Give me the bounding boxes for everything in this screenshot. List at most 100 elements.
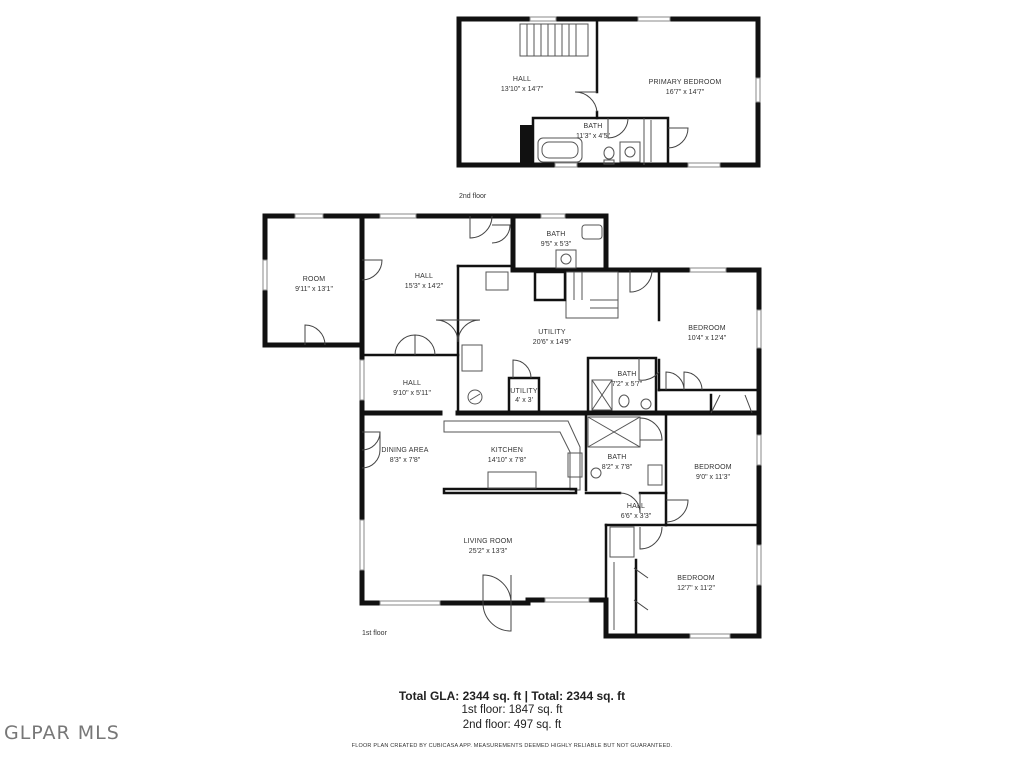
water-heater — [467, 389, 483, 405]
stove — [487, 471, 537, 489]
window — [637, 16, 671, 22]
room-dimensions: 20'6" x 14'9" — [533, 339, 572, 346]
door-swing — [710, 394, 721, 414]
room-name: HALL — [627, 503, 645, 510]
room-name: HALL — [513, 76, 531, 83]
dryer — [461, 344, 483, 372]
window — [359, 519, 365, 571]
room-dimensions: 9'10" x 5'11" — [393, 390, 431, 397]
closet — [609, 526, 635, 558]
room-name: BEDROOM — [688, 325, 726, 332]
door-swing — [361, 431, 381, 451]
door-swing — [633, 567, 649, 579]
room-name: BATH — [584, 123, 603, 130]
utility-wall — [507, 376, 541, 415]
room-name: KITCHEN — [491, 447, 523, 454]
toilet — [603, 146, 615, 160]
room-dimensions: 16'7" x 14'7" — [666, 89, 705, 96]
sink — [555, 249, 577, 269]
first-floor-area: 1st floor: 1847 sq. ft — [461, 704, 563, 716]
kitchen-counter — [443, 420, 581, 491]
door-swing — [633, 599, 649, 611]
window — [756, 434, 762, 466]
sink-basin — [624, 146, 636, 158]
bath-wall — [531, 116, 670, 167]
window — [554, 162, 578, 168]
room-name: BATH — [547, 231, 566, 238]
room-dimensions: 6'6" x 3'3" — [621, 513, 652, 520]
door-swing — [491, 224, 511, 244]
kitchen-wall — [442, 487, 578, 495]
window — [294, 213, 324, 219]
window — [379, 213, 417, 219]
room-name: BATH — [618, 371, 637, 378]
room-dimensions: 9'11" x 13'1" — [295, 286, 333, 293]
door-swing — [512, 359, 532, 379]
window — [379, 600, 441, 606]
door-swing — [361, 432, 381, 469]
front-door — [482, 574, 512, 604]
door-swing — [639, 417, 663, 441]
door-swing — [619, 492, 641, 514]
first-floor: ROOM 9'11" x 13'1" HALL 15'3" x 14'2" BA… — [262, 213, 762, 639]
room-dimensions: 9'0" x 11'3" — [696, 474, 730, 481]
door-swing — [744, 394, 753, 414]
chimney — [520, 125, 532, 163]
door-swing — [667, 127, 689, 149]
toilet — [618, 394, 630, 408]
bath-wall — [586, 356, 658, 415]
window — [689, 267, 727, 273]
room-name: LIVING ROOM — [464, 538, 513, 545]
room-dimensions: 8'2" x 7'8" — [602, 464, 633, 471]
room-name: BATH — [608, 454, 627, 461]
door-swing — [665, 499, 689, 523]
door-swing — [607, 117, 629, 139]
sink-basin — [640, 398, 652, 410]
door-swing — [638, 358, 660, 381]
window — [262, 259, 268, 291]
shower — [591, 379, 613, 411]
stairs — [519, 23, 589, 57]
bathtub-basin — [541, 141, 579, 159]
stairs — [565, 271, 619, 319]
window — [544, 597, 590, 603]
window — [756, 309, 762, 349]
room-dimensions: 7'2" x 5'7" — [612, 381, 643, 388]
room-dimensions: 15'3" x 14'2" — [405, 283, 444, 290]
door-swing — [665, 371, 685, 391]
door-swing — [639, 526, 663, 550]
room-name: HALL — [415, 273, 433, 280]
floor-label-2nd: 2nd floor — [459, 193, 487, 200]
door-swing — [394, 334, 416, 356]
first-floor-outer-wall — [262, 213, 762, 639]
door-swing — [457, 319, 481, 343]
room-dimensions: 25'2" x 13'3" — [469, 548, 508, 555]
total-gla: Total GLA: 2344 sq. ft | Total: 2344 sq.… — [398, 689, 626, 703]
room-name: UTILITY — [510, 388, 538, 395]
sink-basin — [590, 467, 602, 479]
room-dimensions: 14'10" x 7'8" — [488, 457, 527, 464]
room-dimensions: 4' x 3' — [515, 397, 533, 404]
room-dimensions: 13'10" x 14'7" — [501, 86, 544, 93]
second-floor: HALL 13'10" x 14'7" PRIMARY BEDROOM 16'7… — [456, 16, 761, 200]
room-name: BEDROOM — [694, 464, 732, 471]
window — [689, 633, 731, 639]
door-swing — [304, 324, 326, 346]
sink — [619, 141, 641, 163]
sink-basin — [560, 253, 572, 265]
room-dimensions: 11'3" x 4'5" — [576, 133, 610, 140]
room-dimensions: 10'4" x 12'4" — [688, 335, 727, 342]
room-dimensions: 9'5" x 5'3" — [541, 241, 572, 248]
disclaimer: FLOOR PLAN CREATED BY CUBICASA APP. MEAS… — [351, 743, 673, 749]
washer — [485, 271, 509, 291]
door-swing — [469, 215, 493, 239]
room-name: HALL — [403, 380, 421, 387]
door-swing — [629, 269, 653, 293]
window — [540, 213, 566, 219]
kitchen-sink — [567, 452, 583, 478]
room-name: BEDROOM — [677, 575, 715, 582]
window — [529, 16, 557, 22]
window — [687, 162, 721, 168]
door-swing — [574, 91, 598, 113]
